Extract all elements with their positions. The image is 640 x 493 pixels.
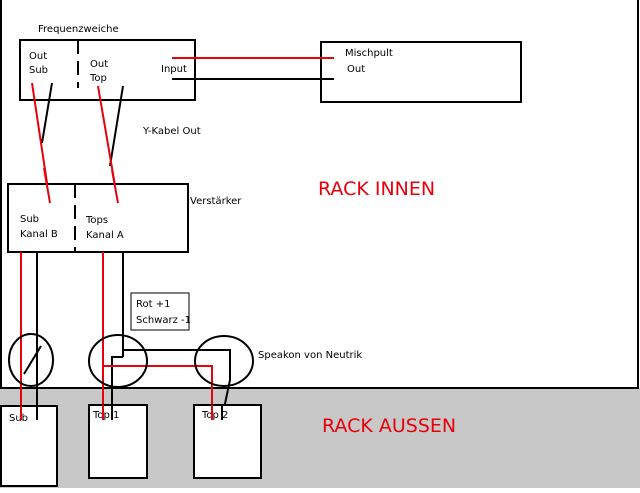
top2-red-link [103, 365, 213, 418]
speakon-connector-top1 [88, 334, 148, 388]
speakon-label: Speakon von Neutrik [258, 350, 362, 361]
top2-black-link [123, 349, 231, 380]
crossover-out-top-label-1: Out [90, 59, 108, 70]
amp-tops-label-1: Tops [85, 215, 108, 226]
speaker-top2-label: Top 2 [201, 410, 228, 421]
crossover-out-sub-label-2: Sub [29, 65, 48, 76]
legend-red-text: Rot +1 [136, 299, 170, 310]
speakon-connector-sub [8, 333, 54, 387]
crossover-out-top-label-2: Top [89, 73, 107, 84]
speaker-top2 [193, 404, 262, 479]
speaker-sub-label: Sub [9, 413, 28, 424]
speaker-top1 [88, 404, 148, 479]
rack-inside-border [0, 0, 639, 389]
amplifier-box [7, 183, 189, 253]
amp-sub-label-1: Sub [20, 214, 39, 225]
legend-black-text: Schwarz -1 [136, 315, 191, 326]
top1-black-lead [111, 356, 123, 418]
y-cable-top-black [109, 85, 124, 167]
crossover-input-label: Input [161, 64, 187, 75]
speaker-top1-label: Top 1 [92, 410, 119, 421]
amp-tops-label-2: Kanal A [86, 230, 124, 241]
y-cable-sub-black [41, 82, 53, 144]
crossover-box [19, 39, 196, 101]
amplifier-title: Verstärker [190, 196, 242, 207]
mixer-box [320, 41, 522, 103]
y-cable-top-red-end [111, 169, 119, 204]
y-cable-label: Y-Kabel Out [142, 126, 201, 137]
mixer-title: Mischpult [345, 48, 393, 59]
speakon-sub-slash [23, 345, 42, 375]
rack-inside-label: RACK INNEN [318, 178, 435, 200]
crossover-out-sub-label-1: Out [29, 51, 47, 62]
speaker-sub [0, 405, 58, 487]
amp-sub-label-2: Kanal B [20, 229, 58, 240]
rack-outside-label: RACK AUSSEN [322, 415, 456, 437]
y-cable-sub-red-end [43, 167, 51, 204]
speakon-connector-top2 [194, 335, 254, 387]
crossover-title: Frequenzweiche [38, 24, 119, 35]
mixer-out-label: Out [347, 64, 365, 75]
color-legend-box [130, 292, 190, 331]
